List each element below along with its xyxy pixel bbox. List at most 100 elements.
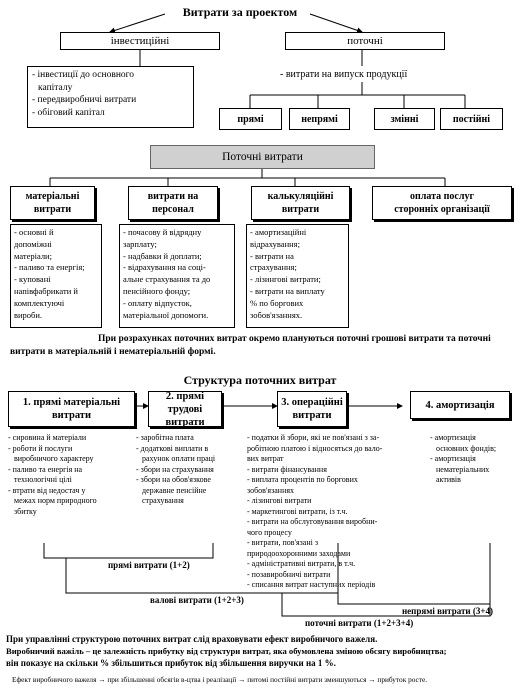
list-item: комплектуючі: [14, 297, 65, 308]
list-item: нематеріальних: [436, 464, 490, 474]
calculation-costs-head-line: витрати: [281, 204, 320, 215]
list-item: вироби.: [14, 309, 43, 320]
list-item: - амортизація: [430, 454, 476, 463]
current-costs-label: поточні: [347, 35, 383, 47]
list-item: альне страхування та до: [123, 274, 211, 285]
list-item: матеріальної допомоги.: [123, 309, 209, 320]
current-costs-box: поточні: [285, 32, 445, 50]
note-line: При розрахунках поточних витрат окремо п…: [98, 334, 491, 344]
direct-labor-head-line: витрати: [165, 416, 205, 428]
footer-line: Виробничий важіль – це залежність прибут…: [6, 646, 447, 656]
list-item: допоміжні: [14, 238, 52, 249]
list-item: - позавиробничі витрати: [247, 569, 331, 579]
direct-labor-head: 2. прямі трудові витрати: [148, 391, 222, 428]
operating-costs-list: - податки й збори, які не пов'язані з за…: [247, 433, 417, 591]
current-costs-sum-label: поточні витрати (1+2+3+4): [305, 618, 414, 628]
list-item: - витрати на виплату: [250, 285, 325, 296]
list-item: державне пенсійне: [142, 485, 207, 495]
list-item: - витрати, пов'язані з: [247, 538, 318, 547]
production-costs-item: - витрати на випуск продукції: [280, 69, 408, 80]
investment-costs-box: інвестиційні: [60, 32, 220, 50]
list-item: - витрати на обслуговування виробни-: [247, 517, 378, 526]
list-item: - лізингові витрати;: [250, 274, 321, 285]
calculation-costs-list-box: - амортизаційні відрахування; - витрати …: [246, 224, 349, 328]
list-item: вих витрат: [247, 454, 284, 463]
list-item: - основні й: [14, 227, 54, 237]
list-item: - сировина й матеріали: [8, 433, 87, 442]
material-costs-list-box: - основні й допоміжні матеріали; - палив…: [10, 224, 102, 328]
personnel-costs-head-line: витрати на: [147, 191, 199, 202]
list-item: - паливо та енергія;: [14, 262, 85, 273]
list-item: - паливо та енергія на: [8, 464, 83, 474]
list-item: збитку: [14, 506, 37, 516]
footer-line: При управлінні структурою поточних витра…: [6, 634, 378, 644]
direct-costs-label: прямі: [237, 113, 264, 125]
list-item: зобов'язаннях: [247, 485, 295, 495]
list-item: - роботи й послуги: [8, 443, 73, 453]
list-item: % по боргових: [250, 297, 304, 308]
list-item: - податки й збори, які не пов'язані з за…: [247, 433, 380, 442]
third-party-services-head: оплата послуг сторонніх організації: [372, 186, 512, 220]
list-item: - заробітна плата: [136, 433, 194, 442]
list-item: основних фондів;: [436, 443, 497, 453]
investment-item: - передвиробничі витрати: [32, 95, 137, 105]
depreciation-head-line: 4. амортизація: [425, 399, 495, 411]
depreciation-head: 4. амортизація: [410, 391, 510, 419]
list-item: відрахування;: [250, 238, 300, 249]
third-party-services-head-line: сторонніх організації: [394, 204, 490, 215]
depreciation-list: - амортизація основних фондів; - амортиз…: [430, 433, 515, 486]
indirect-costs-sum-label: непрямі витрати (3+4): [402, 606, 493, 616]
list-item: - збори на обов'язкове: [136, 475, 211, 484]
variable-costs-box: змінні: [374, 108, 435, 130]
current-costs-header: Поточні витрати: [150, 145, 375, 169]
direct-material-head-line: витрати: [51, 410, 92, 421]
list-item: пенсійного фонду;: [123, 285, 191, 296]
fixed-costs-box: постійні: [440, 108, 503, 130]
calculation-costs-list: - амортизаційні відрахування; - витрати …: [250, 227, 345, 321]
list-item: - адміністративні витрати, в т.ч.: [247, 559, 356, 568]
list-item: страхування: [142, 496, 184, 505]
current-costs-note: При розрахунках поточних витрат окремо п…: [10, 333, 515, 359]
note-line: витрати в матеріальній і нематеріальній …: [10, 347, 216, 357]
list-item: - додаткові виплати в: [136, 443, 209, 453]
list-item: - втрати від недостач у: [8, 485, 86, 495]
list-item: природоохоронними заходами: [247, 548, 351, 558]
personnel-costs-head: витрати на персонал: [128, 186, 218, 220]
personnel-costs-list: - почасову й відрядну зарплату; - надбав…: [123, 227, 231, 321]
list-item: активів: [436, 475, 461, 484]
footer-line: він показує на скільки % збільшиться при…: [6, 658, 336, 668]
list-item: - амортизаційні: [250, 227, 307, 237]
list-item: - почасову й відрядну: [123, 227, 202, 237]
list-item: технологічні цілі: [14, 475, 72, 484]
material-costs-head-line: витрати: [33, 204, 72, 215]
list-item: напівфабрикати й: [14, 285, 78, 296]
list-item: - списання витрат наступних періодів: [247, 580, 376, 589]
direct-costs-box: прямі: [219, 108, 282, 130]
operating-costs-head: 3. операційні витрати: [277, 391, 347, 427]
indirect-costs-box: непрямі: [289, 108, 350, 130]
list-item: - витрати на: [250, 250, 294, 261]
investment-costs-label: інвестиційні: [110, 35, 170, 47]
leverage-effect-line: Ефект виробничого важеля → при збільшенн…: [12, 675, 428, 684]
material-costs-list: - основні й допоміжні матеріали; - палив…: [14, 227, 98, 321]
list-item: зарплату;: [123, 238, 157, 249]
operating-costs-head-line: 3. операційні: [281, 397, 343, 408]
operating-costs-head-line: витрати: [292, 410, 332, 421]
list-item: - лізингові витрати: [247, 496, 312, 505]
list-item: рахунок оплати праці: [142, 454, 216, 463]
direct-material-head-line: 1. прямі матеріальні: [22, 397, 121, 408]
list-item: виробничого характеру: [14, 454, 94, 463]
list-item: - оплату відпусток,: [123, 297, 192, 308]
fixed-costs-label: постійні: [452, 113, 491, 125]
list-item: матеріали;: [14, 250, 52, 261]
structure-title: Структура поточних витрат: [183, 372, 337, 387]
direct-costs-sum-label: прямі витрати (1+2): [108, 560, 190, 570]
investment-item: - інвестиції до основного: [32, 70, 135, 80]
list-item: - надбавки й доплати;: [123, 250, 202, 261]
list-item: - збори на страхування: [136, 464, 214, 474]
list-item: - маркетингові витрати, із т.ч.: [247, 506, 348, 516]
investment-item: капіталу: [38, 82, 73, 93]
material-costs-head: матеріальні витрати: [10, 186, 95, 220]
list-item: страхування;: [250, 262, 297, 273]
list-item: - витрати фінансування: [247, 464, 327, 474]
